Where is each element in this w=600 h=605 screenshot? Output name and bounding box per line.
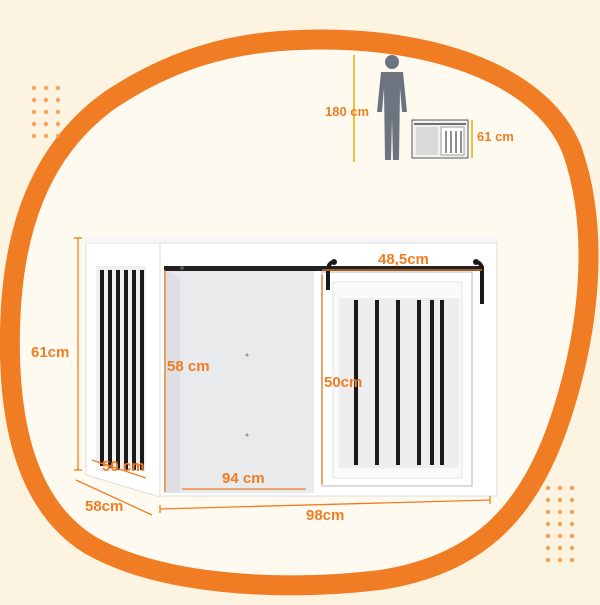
kennel [79, 237, 500, 498]
decorative-dots-left [31, 85, 61, 139]
side-height-label: 50 cm [102, 458, 145, 475]
person-height-label: 180 cm [325, 104, 370, 119]
total-width-label: 98cm [306, 507, 345, 524]
person-silhouette-icon [377, 55, 407, 160]
door-bars [354, 300, 444, 465]
door-width-label: 48,5cm [378, 251, 429, 268]
side-bars [100, 270, 144, 470]
mini-kennel-icon [411, 119, 469, 159]
decorative-dots-right [545, 485, 575, 563]
total-height-label: 61cm [31, 344, 70, 361]
dimension-lines [74, 237, 491, 516]
inner-width-label: 94 cm [222, 470, 265, 487]
mini-kennel-height-label: 61 cm [477, 129, 514, 144]
door-height-label: 50cm [324, 374, 363, 391]
inner-height-label: 58 cm [167, 358, 210, 375]
depth-label: 58cm [85, 498, 124, 515]
